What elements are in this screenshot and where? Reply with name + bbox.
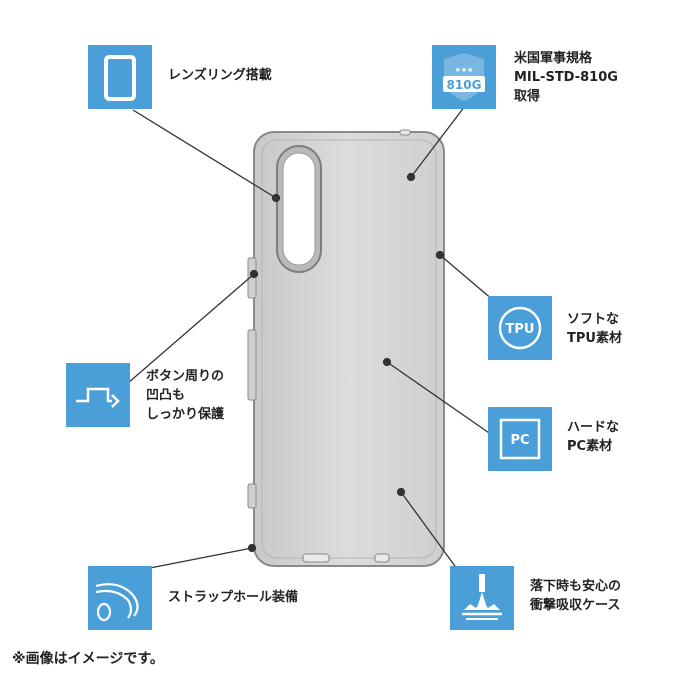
button-protect-label: ボタン周りの 凹凸も しっかり保護 — [146, 369, 225, 422]
mil-std-label: 米国軍事規格 MIL-STD-810G 取得 — [514, 51, 618, 104]
button-step-icon — [66, 363, 130, 427]
strap-icon — [88, 566, 152, 630]
badge-text: 810G — [447, 78, 482, 92]
badge-stars: ★★★ — [455, 66, 474, 74]
strap-label: ストラップホール装備 — [168, 590, 299, 605]
lens-ring — [276, 145, 322, 273]
lens-ring-icon — [88, 45, 152, 109]
tpu-label: ソフトな TPU素材 — [567, 312, 622, 346]
tpu-icon: TPU — [488, 296, 552, 360]
image-disclaimer: ※画像はイメージです。 — [12, 651, 164, 667]
mil-badge-icon: ★★★ 810G — [432, 45, 496, 109]
pc-label: ハードな PC素材 — [567, 420, 620, 454]
lens-ring-label: レンズリング搭載 — [168, 68, 272, 83]
bottom-cutouts — [302, 129, 411, 563]
tpu-icon-text: TPU — [506, 322, 535, 337]
shock-label: 落下時も安心の 衝撃吸収ケース — [530, 579, 622, 613]
pc-icon: PC — [488, 407, 552, 471]
pc-icon-text: PC — [510, 433, 529, 448]
shock-icon — [450, 566, 514, 630]
side-buttons — [247, 257, 257, 509]
